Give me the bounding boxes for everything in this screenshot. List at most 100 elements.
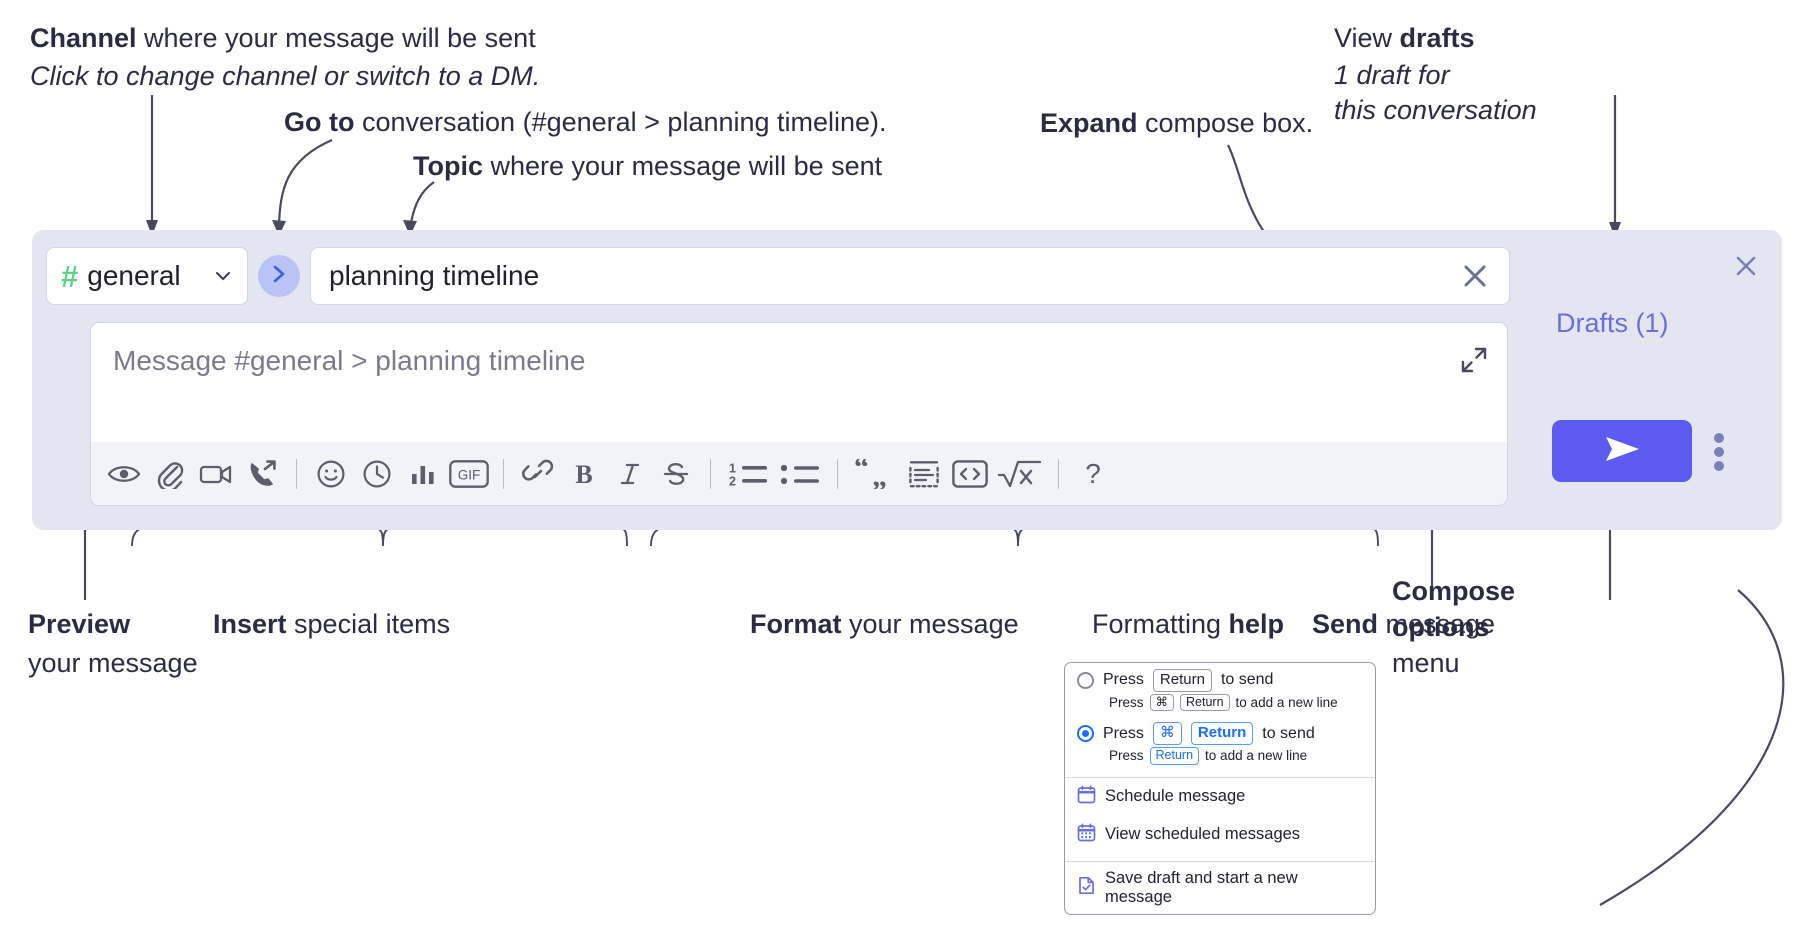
bold-icon[interactable]: B	[561, 451, 607, 497]
poll-bar-chart-icon[interactable]	[400, 451, 446, 497]
svg-text:B: B	[575, 460, 592, 489]
option1-post: to send	[1220, 671, 1274, 689]
more-options-vertical-icon[interactable]	[1714, 433, 1724, 471]
annotation-drafts-italic2: this conversation	[1334, 94, 1537, 125]
annotation-drafts-plain: View	[1334, 23, 1400, 53]
annotation-compose-bold1: Compose	[1392, 576, 1516, 606]
menu-radio-option-return[interactable]: Press Return to send	[1065, 663, 1375, 694]
topic-input[interactable]: planning timeline	[310, 247, 1510, 305]
link-icon[interactable]	[515, 451, 561, 497]
annotation-expand-rest: compose box.	[1137, 108, 1314, 138]
annotation-format-bold: Format	[750, 609, 842, 639]
annotation-help-plain: Formatting	[1092, 609, 1229, 639]
annotation-preview-rest: your message	[28, 647, 198, 678]
annotation-topic-rest: where your message will be sent	[483, 151, 883, 181]
math-sqrt-icon[interactable]	[993, 451, 1047, 497]
annotation-insert-bold: Insert	[213, 609, 287, 639]
channel-name-label: general	[87, 260, 181, 291]
annotation-preview-bold: Preview	[28, 609, 131, 639]
code-block-icon[interactable]	[901, 451, 947, 497]
annotation-channel: Channel where your message will be sent …	[30, 22, 540, 93]
expand-diagonal-icon[interactable]	[1459, 345, 1489, 375]
send-button[interactable]	[1552, 420, 1692, 482]
help-question-icon[interactable]: ?	[1070, 451, 1116, 497]
toolbar-divider	[296, 458, 297, 489]
option2-key1: ⌘	[1152, 722, 1182, 746]
inline-code-icon[interactable]	[947, 451, 993, 497]
menu-divider	[1065, 776, 1375, 778]
option2-key2: Return	[1190, 722, 1254, 746]
annotation-help-bold: help	[1228, 609, 1285, 639]
annotation-compose-bold2: options	[1392, 611, 1490, 642]
annotation-channel-rest: where your message will be sent	[136, 23, 536, 53]
svg-text:?: ?	[1085, 458, 1101, 489]
video-camera-icon[interactable]	[193, 451, 239, 497]
message-input[interactable]: Message #general > planning timeline	[90, 322, 1508, 442]
send-paper-plane-icon	[1599, 432, 1645, 471]
topic-value: planning timeline	[329, 260, 540, 291]
radio-selected-icon[interactable]	[1077, 725, 1094, 743]
annotation-expand-bold: Expand	[1040, 108, 1138, 138]
compose-right-pane: Drafts (1)	[1534, 230, 1782, 530]
toolbar-divider	[503, 458, 504, 489]
italic-icon[interactable]	[607, 451, 653, 497]
annotation-compose-options: Compose options menu	[1392, 575, 1515, 680]
goto-conversation-button[interactable]	[258, 255, 300, 297]
toolbar-divider	[710, 458, 711, 489]
option1-key: Return	[1152, 669, 1212, 692]
toolbar-divider	[1058, 458, 1059, 489]
menu-item-label: Save draft and start a new message	[1105, 868, 1298, 906]
close-icon[interactable]	[1459, 260, 1491, 292]
menu-item-save-draft[interactable]: Save draft and start a new message	[1065, 862, 1375, 914]
preview-icon[interactable]	[101, 451, 147, 497]
menu-item-schedule-message[interactable]: Schedule message	[1065, 778, 1375, 816]
gif-icon[interactable]: GIF	[446, 451, 492, 497]
menu-item-label: Schedule message	[1105, 787, 1246, 806]
radio-unselected-icon[interactable]	[1077, 671, 1094, 689]
annotation-drafts-bold: drafts	[1399, 23, 1475, 53]
panel-close-icon[interactable]	[1732, 252, 1760, 280]
annotation-goto-bold: Go to	[284, 107, 355, 137]
svg-text:„: „	[872, 460, 887, 489]
calendar-grid-icon	[1077, 823, 1096, 847]
save-draft-icon	[1077, 876, 1096, 900]
message-placeholder: Message #general > planning timeline	[113, 345, 586, 376]
menu-item-view-scheduled-messages[interactable]: View scheduled messages	[1065, 816, 1375, 854]
channel-selector[interactable]: # general	[46, 247, 248, 305]
drafts-link[interactable]: Drafts (1)	[1556, 308, 1669, 338]
bulleted-list-icon[interactable]	[774, 451, 826, 497]
compose-options-menu: Press Return to send Press ⌘ Return to a…	[1064, 662, 1376, 915]
annotation-topic: Topic where your message will be sent	[413, 150, 882, 183]
annotation-goto: Go to conversation (#general > planning …	[284, 106, 887, 139]
option1-sub-key2: Return	[1180, 693, 1230, 712]
calendar-schedule-icon	[1077, 785, 1096, 809]
option1-sub-key1: ⌘	[1149, 693, 1175, 712]
menu-subtext-1: Press ⌘ Return to add a new line	[1065, 693, 1375, 717]
annotation-insert: Insert special items	[213, 608, 450, 641]
chevron-right-icon	[269, 263, 289, 290]
audio-clip-phone-icon[interactable]	[239, 451, 285, 497]
option1-sub-post: to add a new line	[1235, 695, 1338, 711]
hash-icon: #	[61, 258, 79, 294]
annotation-format: Format your message	[750, 608, 1019, 641]
annotation-insert-rest: special items	[286, 609, 451, 639]
annotation-drafts-italic1: 1 draft for	[1334, 59, 1450, 90]
blockquote-icon[interactable]: “„	[849, 451, 901, 497]
annotation-drafts: View drafts 1 draft for this conversatio…	[1334, 22, 1537, 127]
option1-sub-pre: Press	[1109, 695, 1144, 711]
menu-radio-option-cmd-return[interactable]: Press ⌘ Return to send	[1065, 716, 1375, 747]
clock-icon[interactable]	[354, 451, 400, 497]
attachment-paperclip-icon[interactable]	[147, 451, 193, 497]
emoji-smiley-icon[interactable]	[308, 451, 354, 497]
annotation-preview: Preview your message	[28, 608, 198, 680]
option2-pre: Press	[1103, 724, 1144, 742]
annotation-topic-bold: Topic	[413, 151, 483, 181]
annotation-goto-rest: conversation (#general > planning timeli…	[354, 107, 887, 137]
compose-panel: # general planning timeline Message #gen…	[32, 230, 1782, 530]
menu-subtext-2: Press Return to add a new line	[1065, 747, 1375, 770]
annotation-expand: Expand compose box.	[1040, 107, 1313, 140]
compose-main-area: # general planning timeline Message #gen…	[32, 230, 1534, 530]
strikethrough-icon[interactable]	[653, 451, 699, 497]
svg-text:1: 1	[729, 461, 736, 475]
